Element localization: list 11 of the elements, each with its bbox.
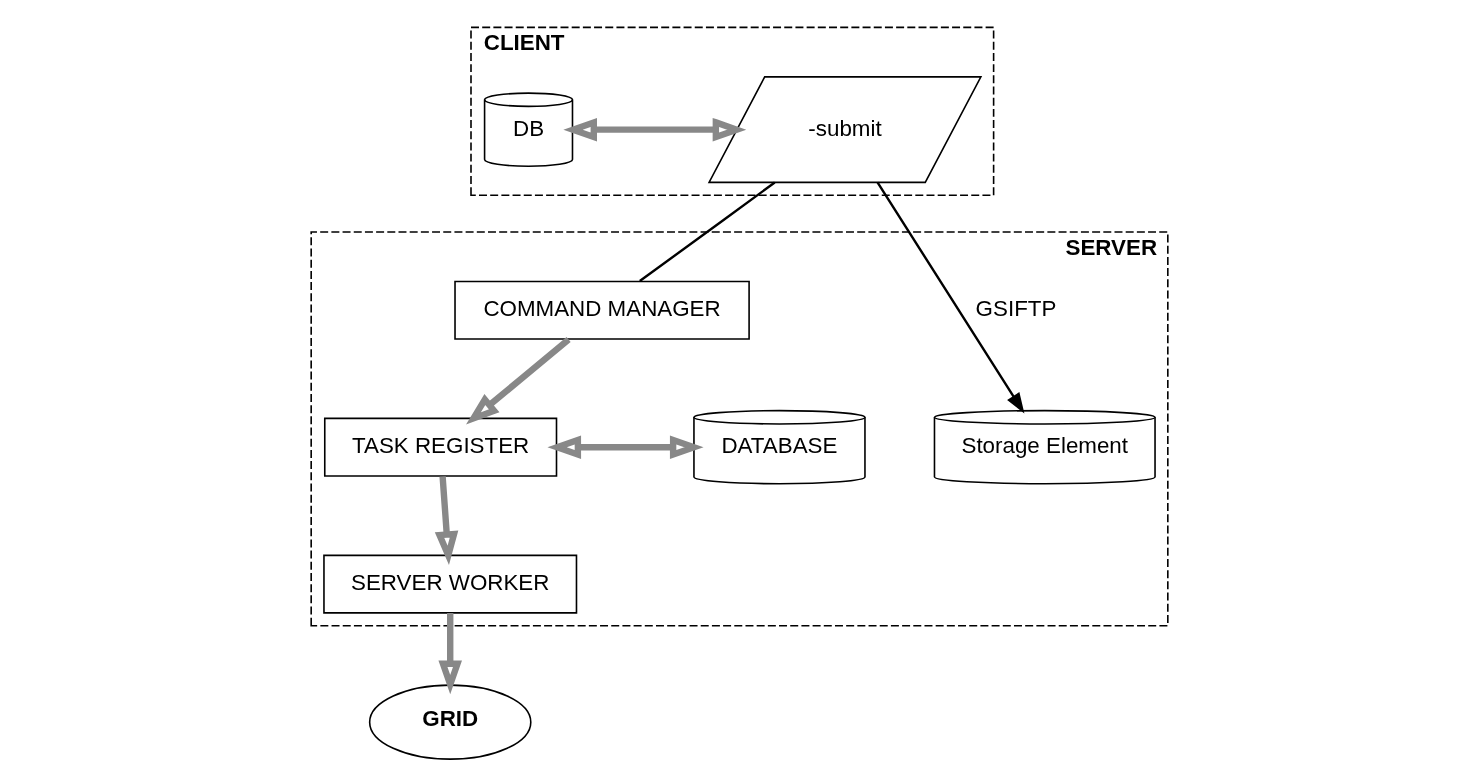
arrow <box>434 476 459 565</box>
arrow <box>547 435 704 459</box>
node-box: TASK REGISTER <box>323 417 558 477</box>
arrow <box>563 117 747 142</box>
edge-label: GSIFTP <box>975 296 1057 322</box>
arrow <box>876 181 1025 414</box>
node-box: SERVER WORKER <box>323 554 578 614</box>
node-ellipse: GRID <box>368 684 532 760</box>
arrow <box>438 613 462 695</box>
node-box: COMMAND MANAGER <box>454 280 750 340</box>
arrow <box>466 337 571 425</box>
